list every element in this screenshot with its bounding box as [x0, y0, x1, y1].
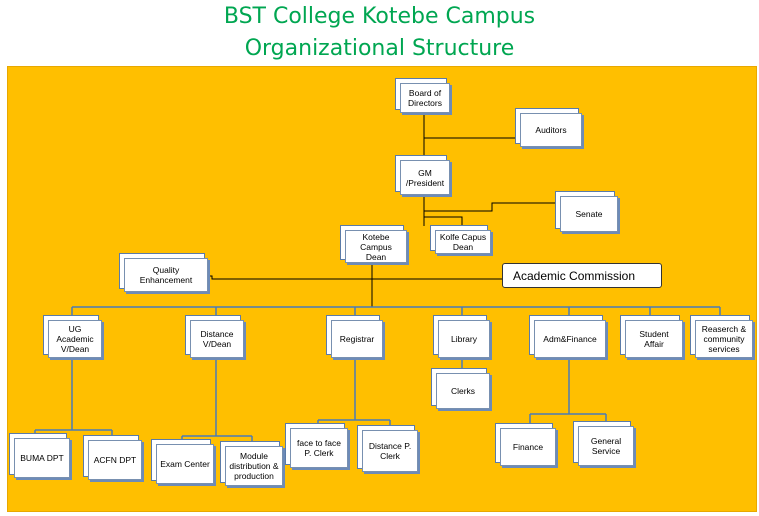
acfn-dpt-box: ACFN DPT	[88, 440, 142, 480]
board-of-directors-label: Board of Directors	[407, 88, 442, 108]
library-box: Library	[438, 320, 490, 358]
ug-academic-vdean-label: UG Academic V/Dean	[56, 324, 94, 354]
student-affair-label: Student Affair	[639, 329, 669, 349]
auditors-box: Auditors	[520, 113, 582, 147]
distance-vdean-box: Distance V/Dean	[190, 320, 244, 358]
library-label: Library	[451, 334, 477, 344]
academic-commission-box: Academic Commission	[502, 263, 662, 288]
module-distribution-label: Module distribution & production	[229, 451, 279, 481]
exam-center-label: Exam Center	[160, 459, 210, 469]
quality-enhancement-box: Quality Enhancement	[124, 258, 208, 292]
general-service-label: General Service	[590, 436, 622, 456]
research-community-services-label: Reaserch & community services	[701, 324, 747, 354]
registrar-box: Registrar	[331, 320, 383, 358]
exam-center-box: Exam Center	[156, 444, 214, 484]
senate-box: Senate	[560, 196, 618, 232]
academic-commission-label: Academic Commission	[513, 268, 636, 283]
ug-academic-vdean-box: UG Academic V/Dean	[48, 320, 102, 358]
gm-president-box: GM /President	[400, 160, 450, 195]
clerks-box: Clerks	[436, 373, 490, 409]
finance-box: Finance	[500, 428, 556, 466]
clerks-label: Clerks	[450, 386, 476, 396]
kolfe-campus-dean-label: Kolfe Capus Dean	[439, 232, 487, 252]
kotebe-campus-dean-box: Kotebe Campus Dean	[345, 230, 407, 263]
registrar-label: Registrar	[339, 334, 375, 344]
general-service-box: General Service	[578, 426, 634, 466]
adm-finance-box: Adm&Finance	[534, 320, 606, 358]
gm-president-label: GM /President	[405, 167, 445, 188]
research-community-services-box: Reaserch & community services	[695, 320, 753, 358]
module-distribution-box: Module distribution & production	[225, 446, 283, 486]
distance-clerk-label: Distance P. Clerk	[368, 441, 412, 461]
senate-label: Senate	[575, 209, 603, 219]
kotebe-campus-dean-label: Kotebe Campus Dean	[360, 231, 392, 262]
distance-clerk-box: Distance P. Clerk	[362, 430, 418, 472]
student-affair-box: Student Affair	[625, 320, 683, 358]
page-subtitle: Organizational Structure	[244, 36, 515, 61]
finance-label: Finance	[512, 442, 544, 452]
buma-dpt-box: BUMA DPT	[14, 438, 70, 478]
distance-vdean-label: Distance V/Dean	[200, 329, 234, 349]
auditors-label: Auditors	[535, 125, 567, 135]
kolfe-campus-dean-box: Kolfe Capus Dean	[435, 230, 491, 254]
page-title: BST College Kotebe Campus	[223, 4, 536, 29]
face-to-face-clerk-box: face to face P. Clerk	[290, 428, 348, 468]
face-to-face-clerk-label: face to face P. Clerk	[297, 438, 341, 458]
buma-dpt-label: BUMA DPT	[20, 453, 64, 463]
quality-enhancement-label: Quality Enhancement	[139, 265, 193, 285]
acfn-dpt-label: ACFN DPT	[93, 455, 137, 465]
board-of-directors-box: Board of Directors	[400, 83, 450, 113]
adm-finance-label: Adm&Finance	[543, 334, 597, 344]
